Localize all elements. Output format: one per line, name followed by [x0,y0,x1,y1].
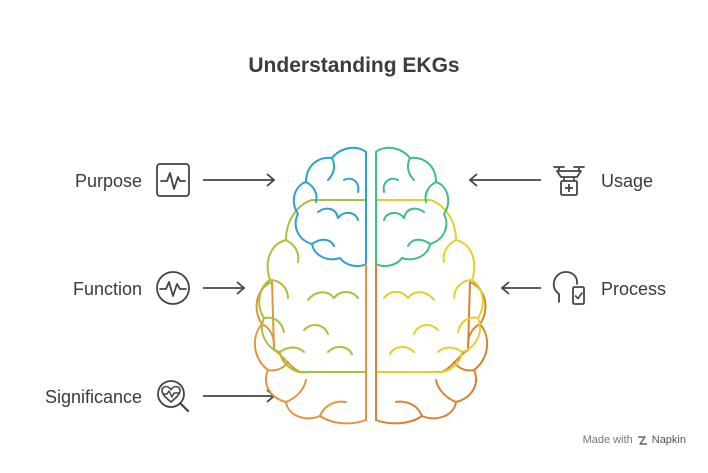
ekg-monitor-icon [156,163,190,197]
brain-right-green-lobe [375,146,450,267]
brain-left-orange-lobe [253,281,367,425]
arrow-function [203,281,246,295]
drone-medical-icon [553,166,585,196]
head-phone-icon [552,271,585,305]
brain-right-yellow-lobe [375,199,484,374]
brain-right-orange-lobe [375,281,489,425]
heart-magnifier-icon [157,380,190,413]
diagram-title: Understanding EKGs [248,54,460,77]
heartbeat-circle-icon [156,271,190,305]
brain-left-blue-lobe [292,146,367,267]
label-purpose: Purpose [74,171,142,191]
footer-brand[interactable]: Napkin [651,434,686,446]
napkin-logo-icon [637,435,647,445]
arrow-usage [468,173,541,187]
footer-made-with: Made with [582,434,633,446]
brain-left-greenyellow-lobe [258,199,367,374]
label-function: Function [72,279,142,299]
brain-illustration [253,146,489,425]
arrow-purpose [203,173,276,187]
label-process: Process [601,279,667,299]
label-usage: Usage [601,171,654,191]
label-significance: Significance [44,387,142,407]
arrow-process [500,281,541,295]
footer-credit: Made with Napkin [583,434,686,446]
